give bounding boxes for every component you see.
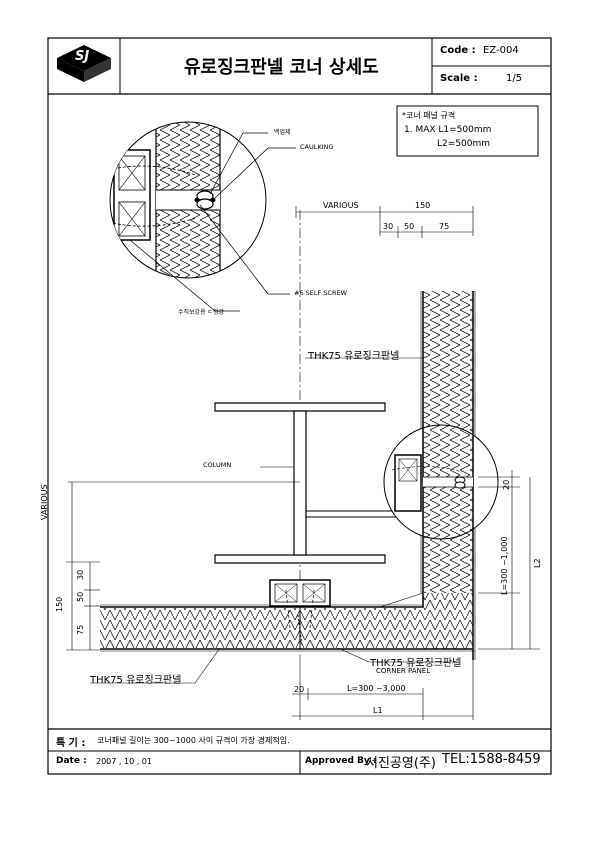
spec-note-box <box>396 105 539 157</box>
company-name: 서진공영(주) <box>366 756 436 771</box>
remarks-text: 코너패널 길이는 300~1000 사이 규격이 가장 경제적임. <box>97 736 290 745</box>
dim-right-l-range: L=300 ~1,000 <box>500 536 509 595</box>
dim-bottom-20: 20 <box>294 685 305 694</box>
dim-top-30: 30 <box>383 222 394 231</box>
panel-bottom <box>100 592 475 652</box>
label-vertical-bracket: 수직보강용 ㄷ형강 <box>178 309 225 316</box>
label-panel-bottom-right: THK75 유로징크판넬 <box>370 658 462 669</box>
dim-left-75: 75 <box>76 624 85 635</box>
date-label: Date : <box>56 756 87 766</box>
dim-top-various: VARIOUS <box>323 201 359 210</box>
label-leaders <box>90 357 455 684</box>
dim-top-150: 150 <box>415 201 431 210</box>
label-sealant: 백업제 <box>274 129 291 136</box>
detail-circle-right <box>383 424 499 540</box>
dim-top-75: 75 <box>439 222 450 231</box>
label-panel-bottom-left: THK75 유로징크판넬 <box>90 675 182 686</box>
dim-left-various: VARIOUS <box>40 484 49 520</box>
dim-right-20: 20 <box>502 479 511 490</box>
label-caulking: CAULKING <box>300 143 334 151</box>
label-self-screw: #6 SELF SCREW <box>294 289 348 297</box>
page-title: 유로징크판넬 코너 상세도 <box>184 57 379 78</box>
dim-left-50: 50 <box>76 591 85 602</box>
scale-value: 1/5 <box>506 73 523 84</box>
dim-right-l2: L2 <box>533 558 542 568</box>
dim-top-50: 50 <box>404 222 415 231</box>
remarks-label: 특 기 : <box>56 738 86 749</box>
spec-note-line2: L2=500mm <box>437 139 490 149</box>
left-dimensions <box>66 481 300 651</box>
company-tel: TEL:1588-8459 <box>442 752 541 767</box>
detail-circle-top <box>109 121 296 312</box>
code-label: Code : <box>440 45 476 56</box>
logo-text: SJ <box>75 49 90 64</box>
date-value: 2007 , 10 , 01 <box>96 757 152 766</box>
spec-note-title: *코너 패널 규격 <box>402 111 456 120</box>
right-dimensions <box>478 470 540 650</box>
label-corner-panel: CORNER PANEL <box>376 667 431 675</box>
label-panel-right: THK75 유로징크판넬 <box>308 351 400 362</box>
dim-left-30: 30 <box>76 569 85 580</box>
label-column: COLUMN <box>203 461 232 469</box>
top-dimensions <box>295 206 474 238</box>
spec-note-line1: 1. MAX L1=500mm <box>404 125 492 135</box>
dim-bottom-l-range: L=300 ~3,000 <box>347 684 406 693</box>
logo-icon <box>57 45 111 82</box>
bottom-dimensions <box>292 655 474 720</box>
scale-label: Scale : <box>440 73 478 84</box>
code-value: EZ-004 <box>483 45 519 56</box>
bottom-bracket <box>269 579 331 629</box>
approved-label: Approved By : <box>305 756 377 766</box>
dim-bottom-l1: L1 <box>373 706 383 715</box>
dim-left-150: 150 <box>55 596 64 612</box>
